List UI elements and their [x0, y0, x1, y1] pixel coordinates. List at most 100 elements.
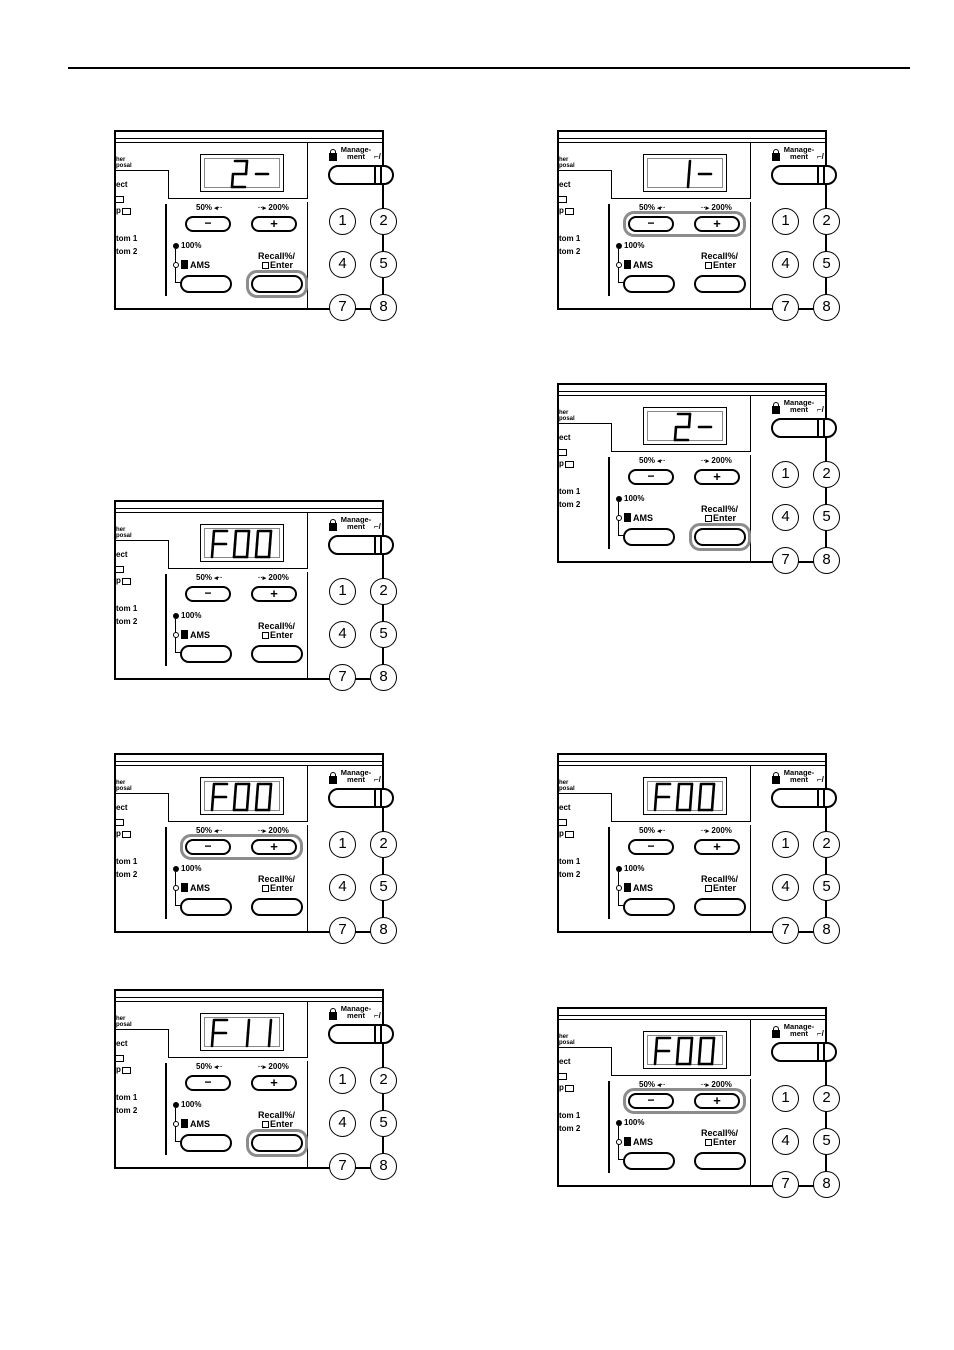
key-8[interactable]: 8	[370, 1153, 397, 1180]
panel-divider	[307, 572, 308, 678]
key-2[interactable]: 2	[370, 578, 397, 605]
ams-button[interactable]	[623, 275, 675, 293]
ams-button[interactable]	[623, 898, 675, 916]
key-1[interactable]: 1	[329, 208, 356, 235]
ams-button[interactable]	[623, 528, 675, 546]
zoom-minus-button[interactable]: −	[185, 839, 231, 855]
recall-enter-button[interactable]	[694, 1152, 746, 1170]
zoom-plus-button[interactable]: +	[694, 839, 740, 855]
ams-button[interactable]	[180, 1134, 232, 1152]
key-8[interactable]: 8	[813, 917, 840, 944]
display-segment	[210, 1031, 215, 1048]
key-7[interactable]: 7	[329, 294, 356, 321]
key-5[interactable]: 5	[813, 874, 840, 901]
management-button[interactable]	[328, 1024, 394, 1044]
zoom-minus-button[interactable]: −	[628, 1093, 674, 1109]
zoom-200-label: ··▸ 200%	[258, 1062, 289, 1072]
zoom-minus-button[interactable]: −	[628, 216, 674, 232]
management-button[interactable]	[328, 788, 394, 808]
management-button[interactable]	[771, 418, 837, 438]
key-5[interactable]: 5	[370, 874, 397, 901]
management-button[interactable]	[328, 535, 394, 555]
key-1[interactable]: 1	[772, 831, 799, 858]
key-4[interactable]: 4	[772, 504, 799, 531]
key-5[interactable]: 5	[370, 621, 397, 648]
key-1[interactable]: 1	[772, 1085, 799, 1112]
recall-enter-button[interactable]	[251, 1134, 303, 1152]
zoom-plus-button[interactable]: +	[251, 1075, 297, 1091]
key-7[interactable]: 7	[772, 1171, 799, 1198]
management-button[interactable]	[771, 165, 837, 185]
key-2[interactable]: 2	[370, 208, 397, 235]
arrow-left-icon: ◂··	[657, 1082, 666, 1089]
key-7[interactable]: 7	[329, 1153, 356, 1180]
recall-enter-button[interactable]	[251, 275, 303, 293]
key-5[interactable]: 5	[370, 1110, 397, 1137]
key-2[interactable]: 2	[813, 461, 840, 488]
zoom-minus-button[interactable]: −	[185, 216, 231, 232]
zoom-minus-button[interactable]: −	[185, 1075, 231, 1091]
key-2[interactable]: 2	[813, 208, 840, 235]
key-2[interactable]: 2	[813, 831, 840, 858]
lcd-display: F00	[200, 524, 284, 562]
key-8[interactable]: 8	[813, 547, 840, 574]
key-8[interactable]: 8	[813, 1171, 840, 1198]
key-4[interactable]: 4	[329, 621, 356, 648]
ams-button[interactable]	[623, 1152, 675, 1170]
zoom-plus-button[interactable]: +	[251, 216, 297, 232]
key-4[interactable]: 4	[329, 874, 356, 901]
recall-enter-button[interactable]	[694, 528, 746, 546]
key-7[interactable]: 7	[772, 547, 799, 574]
key-2[interactable]: 2	[370, 831, 397, 858]
key-7[interactable]: 7	[329, 664, 356, 691]
recall-enter-button[interactable]	[694, 898, 746, 916]
zoom-minus-button[interactable]: −	[628, 469, 674, 485]
arrow-right-icon: ··▸	[258, 1064, 267, 1071]
key-5[interactable]: 5	[813, 504, 840, 531]
key-1[interactable]: 1	[772, 461, 799, 488]
key-2[interactable]: 2	[370, 1067, 397, 1094]
zoom-minus-button[interactable]: −	[185, 586, 231, 602]
recall-enter-button[interactable]	[251, 645, 303, 663]
ams-button[interactable]	[180, 898, 232, 916]
key-4[interactable]: 4	[329, 251, 356, 278]
key-5[interactable]: 5	[813, 1128, 840, 1155]
key-8[interactable]: 8	[813, 294, 840, 321]
key-4[interactable]: 4	[772, 874, 799, 901]
ams-button[interactable]	[180, 275, 232, 293]
key-5[interactable]: 5	[370, 251, 397, 278]
ams-button[interactable]	[180, 645, 232, 663]
recall-enter-button[interactable]	[694, 275, 746, 293]
display-segment	[675, 795, 680, 812]
recall-enter-button[interactable]	[251, 898, 303, 916]
key-2[interactable]: 2	[813, 1085, 840, 1112]
key-4[interactable]: 4	[329, 1110, 356, 1137]
panel-top-edge-inner	[559, 765, 825, 766]
key-4[interactable]: 4	[772, 251, 799, 278]
zoom-plus-button[interactable]: +	[694, 1093, 740, 1109]
key-1[interactable]: 1	[329, 831, 356, 858]
key-8[interactable]: 8	[370, 294, 397, 321]
zoom-plus-button[interactable]: +	[694, 469, 740, 485]
key-8[interactable]: 8	[370, 917, 397, 944]
zoom-minus-button[interactable]: −	[628, 839, 674, 855]
label-p: p	[559, 1083, 564, 1092]
key-1[interactable]: 1	[329, 1067, 356, 1094]
key-7[interactable]: 7	[772, 294, 799, 321]
key-4[interactable]: 4	[772, 1128, 799, 1155]
key-1[interactable]: 1	[329, 578, 356, 605]
zoom-plus-button[interactable]: +	[251, 586, 297, 602]
zoom-plus-button[interactable]: +	[694, 216, 740, 232]
key-7[interactable]: 7	[329, 917, 356, 944]
management-button[interactable]	[771, 1042, 837, 1062]
panel-separator	[608, 1081, 610, 1173]
management-button[interactable]	[771, 788, 837, 808]
key-1[interactable]: 1	[772, 208, 799, 235]
indicator-100-led	[173, 613, 179, 619]
key-5[interactable]: 5	[813, 251, 840, 278]
indicator-ams-led	[616, 515, 622, 521]
key-8[interactable]: 8	[370, 664, 397, 691]
management-button[interactable]	[328, 165, 394, 185]
zoom-plus-button[interactable]: +	[251, 839, 297, 855]
key-7[interactable]: 7	[772, 917, 799, 944]
